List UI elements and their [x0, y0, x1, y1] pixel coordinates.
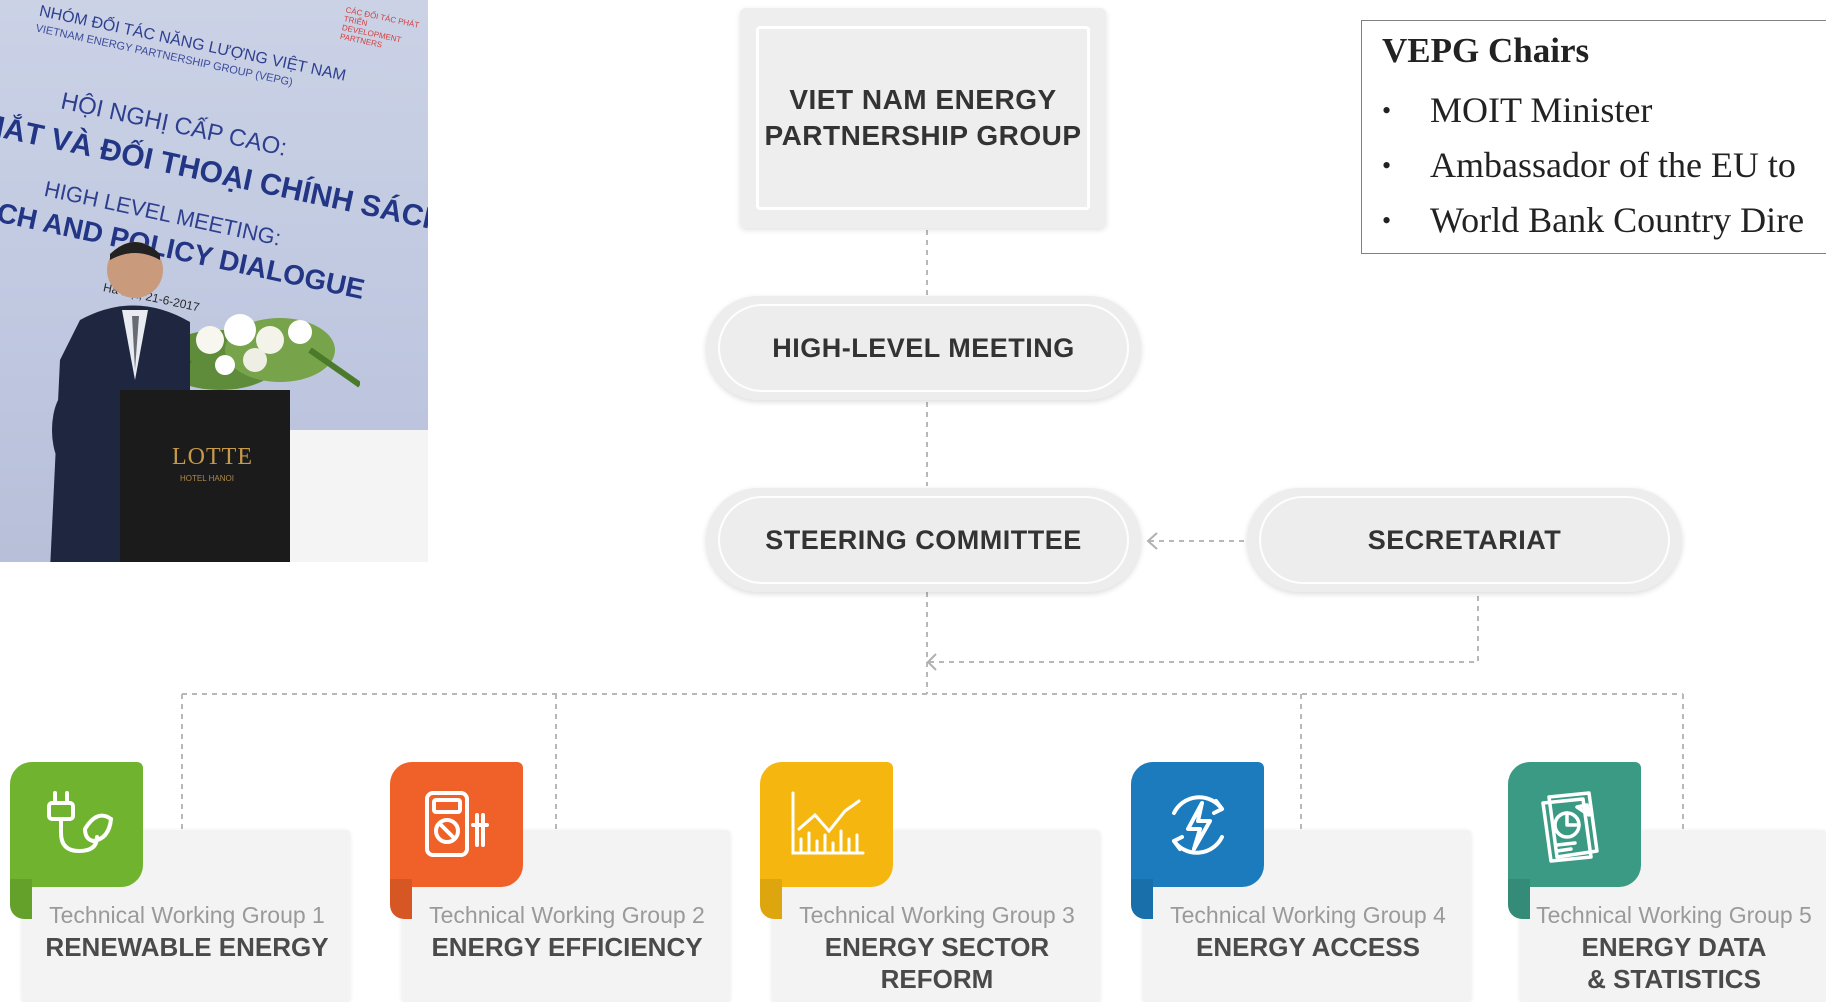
working-group-label: Technical Working Group 1 RENEWABLE ENER… — [24, 902, 350, 963]
energy-cycle-icon — [1171, 794, 1224, 855]
chairs-list: •MOIT Minister •Ambassador of the EU to … — [1382, 83, 1804, 248]
working-group-number: Technical Working Group 3 — [799, 902, 1075, 928]
bullet-icon: • — [1382, 151, 1392, 180]
working-group-number: Technical Working Group 1 — [49, 902, 325, 928]
working-group-number: Technical Working Group 2 — [429, 902, 705, 928]
working-group-name: ENERGY DATA & STATISTICS — [1581, 932, 1767, 994]
vepg-node-label: VIET NAM ENERGY PARTNERSHIP GROUP — [756, 26, 1090, 210]
high-level-meeting-label: HIGH-LEVEL MEETING — [772, 332, 1075, 363]
working-group-4: Technical Working Group 4 ENERGY ACCESS — [1131, 762, 1471, 1002]
steering-committee-label: STEERING COMMITTEE — [765, 524, 1082, 555]
flower-arrangement — [160, 314, 360, 402]
vepg-chairs-box: VEPG Chairs • MOIT Minister • Ambassador o… — [1361, 20, 1826, 254]
secretariat-node: SECRETARIAT — [1247, 488, 1682, 592]
working-group-name: ENERGY EFFICIENCY — [431, 932, 703, 962]
chair-item-text: MOIT Minister — [1430, 90, 1653, 130]
chart-icon-tile — [760, 762, 893, 887]
chart-icon — [791, 791, 864, 854]
arrow-to-steering — [1146, 532, 1158, 550]
working-group-number: Technical Working Group 4 — [1170, 902, 1446, 928]
energy-cycle-icon-tile — [1131, 762, 1264, 887]
plug-leaf-icon — [46, 790, 113, 853]
line-secretariat-down — [928, 596, 1479, 663]
working-group-5: Technical Working Group 5 ENERGY DATA & … — [1508, 762, 1826, 1002]
chair-item-text: Ambassador of the EU to — [1430, 145, 1796, 185]
working-group-3: Technical Working Group 3 ENERGY SECTOR … — [760, 762, 1100, 1002]
working-group-label: Technical Working Group 5 ENERGY DATA & … — [1522, 902, 1826, 995]
podium-brand: LOTTE — [172, 444, 253, 470]
working-group-name: ENERGY SECTOR REFORM — [824, 932, 1050, 994]
plug-leaf-icon-tile — [10, 762, 143, 887]
podium-sub: HOTEL HANOI — [180, 474, 234, 483]
data-report-icon-tile — [1508, 762, 1641, 887]
working-group-label: Technical Working Group 2 ENERGY EFFICIE… — [404, 902, 730, 963]
working-group-name: RENEWABLE ENERGY — [45, 932, 329, 962]
working-group-name: ENERGY ACCESS — [1196, 932, 1420, 962]
data-report-icon — [1540, 790, 1599, 863]
conference-table — [286, 430, 428, 562]
secretariat-label: SECRETARIAT — [1367, 524, 1562, 555]
working-group-label: Technical Working Group 4 ENERGY ACCESS — [1145, 902, 1471, 963]
bullet-icon: • — [1382, 96, 1392, 125]
chair-item-text: World Bank Country Dire — [1430, 200, 1805, 240]
podium: LOTTE HOTEL HANOI — [120, 390, 290, 562]
working-group-number: Technical Working Group 5 — [1536, 902, 1812, 928]
chairs-title: VEPG Chairs — [1382, 31, 1590, 70]
chairs-list-item: • World Bank Country Dire — [1382, 193, 1804, 248]
meter-icon-tile — [390, 762, 523, 887]
working-group-2: Technical Working Group 2 ENERGY EFFICIE… — [390, 762, 730, 1002]
chairs-list-item: • MOIT Minister — [1382, 83, 1804, 138]
bullet-icon: • — [1382, 206, 1392, 235]
high-level-meeting-node: HIGH-LEVEL MEETING — [706, 296, 1141, 400]
arrow-to-centre — [926, 653, 937, 671]
meter-icon — [424, 790, 489, 857]
chairs-list-item: • Ambassador of the EU to — [1382, 138, 1804, 193]
vepg-node: VIET NAM ENERGY PARTNERSHIP GROUP — [740, 8, 1106, 228]
steering-committee-node: STEERING COMMITTEE — [706, 488, 1141, 592]
event-photo: NHÓM ĐỐI TÁC NĂNG LƯỢNG VIỆT NAM VIETNAM… — [0, 0, 428, 562]
working-group-label: Technical Working Group 3 ENERGY SECTOR … — [774, 902, 1100, 995]
working-group-1: Technical Working Group 1 RENEWABLE ENER… — [10, 762, 350, 1002]
